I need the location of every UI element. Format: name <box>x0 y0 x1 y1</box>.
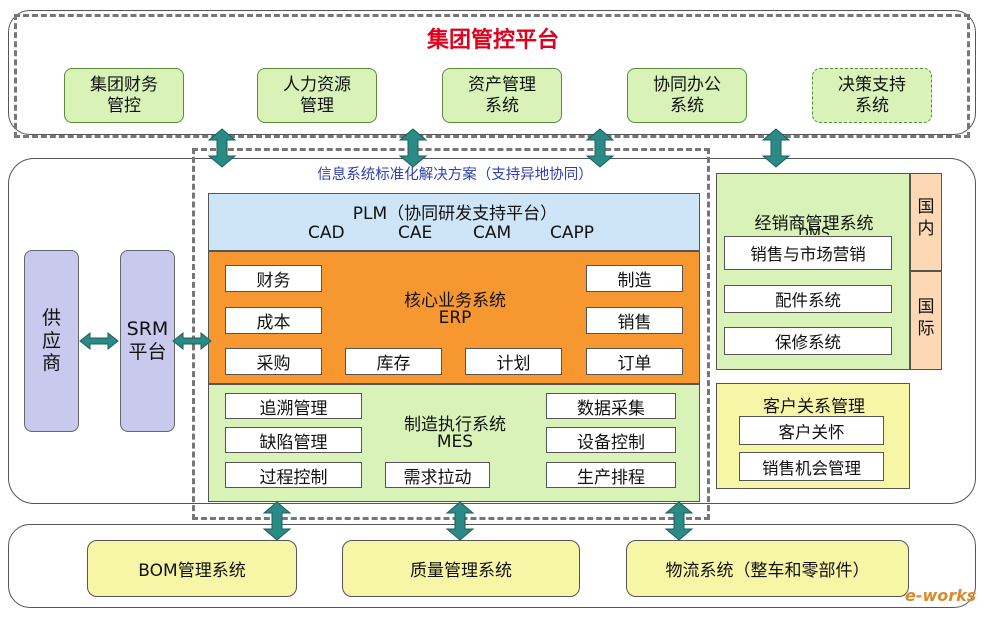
mes-schedule: 生产排程 <box>546 462 676 488</box>
top-platform-title: 集团管控平台 <box>426 28 559 53</box>
erp-cost: 成本 <box>225 307 322 334</box>
supplier-box: 供 应 商 <box>24 250 79 432</box>
erp-finance: 财务 <box>225 265 322 292</box>
bottom-box-bom: BOM管理系统 <box>87 540 297 597</box>
plm-item-cad: CAD <box>308 223 345 243</box>
top-box-office: 协同办公 系统 <box>627 68 747 123</box>
mes-trace: 追溯管理 <box>225 393 362 419</box>
arrow-top-3 <box>586 128 614 168</box>
srm-box: SRM 平台 <box>120 250 175 432</box>
dms-partial-label: DMS <box>798 226 830 235</box>
arrow-top-2 <box>399 128 427 168</box>
top-box-finance: 集团财务 管控 <box>64 68 184 123</box>
solution-dashed-frame <box>192 148 710 520</box>
plm-title: PLM（协同研发支持平台） <box>352 204 558 224</box>
mes-defect: 缺陷管理 <box>225 427 362 453</box>
erp-purchase: 采购 <box>225 348 322 375</box>
top-box-decision: 决策支持 系统 <box>812 68 932 123</box>
erp-plan: 计划 <box>465 348 562 375</box>
erp-title: 核心业务系统 <box>404 291 506 311</box>
arrow-top-4 <box>762 128 790 168</box>
plm-item-cae: CAE <box>398 223 433 243</box>
top-box-asset: 资产管理 系统 <box>442 68 562 123</box>
mes-title: 制造执行系统 <box>404 415 506 435</box>
mes-pull: 需求拉动 <box>385 462 490 488</box>
top-box-hr: 人力资源 管理 <box>257 68 377 123</box>
domestic-tab <box>910 173 942 271</box>
mes-data-collect: 数据采集 <box>546 393 676 419</box>
erp-sub: ERP <box>438 308 472 328</box>
crm-opportunity: 销售机会管理 <box>739 452 884 481</box>
crm-title: 客户关系管理 <box>763 397 865 417</box>
mes-sub: MES <box>436 432 474 452</box>
mes-device-control: 设备控制 <box>546 427 676 453</box>
arrow-supplier-srm <box>79 332 119 350</box>
dms-warranty: 保修系统 <box>724 327 892 355</box>
plm-item-capp: CAPP <box>550 223 595 243</box>
international-tab <box>910 271 942 370</box>
domestic-label: 国 内 <box>917 197 935 240</box>
dms-parts: 配件系统 <box>724 285 892 313</box>
top-dashed-frame <box>14 14 970 138</box>
arrow-bottom-2 <box>446 501 474 541</box>
erp-order: 订单 <box>586 348 683 375</box>
arrow-bottom-1 <box>263 501 291 541</box>
bottom-box-logistics: 物流系统（整车和零部件） <box>626 540 909 597</box>
dms-title: 经销商管理系统 <box>754 214 874 234</box>
crm-care: 客户关怀 <box>739 416 884 445</box>
e-works-watermark: e-works <box>905 586 977 605</box>
plm-item-cam: CAM <box>473 223 512 243</box>
plm-box <box>208 193 700 251</box>
solution-label: 信息系统标准化解决方案（支持异地协同） <box>317 167 593 183</box>
bottom-box-quality: 质量管理系统 <box>342 540 580 597</box>
arrow-top-1 <box>208 128 236 168</box>
international-label: 国 际 <box>917 297 935 340</box>
bottom-box-bom-label: BOM管理系统 <box>138 561 246 581</box>
arrow-bottom-3 <box>665 501 693 541</box>
mes-process: 过程控制 <box>225 462 362 488</box>
bottom-box-logistics-label: 物流系统（整车和零部件） <box>665 561 870 581</box>
dms-sales-marketing: 销售与市场营销 <box>724 236 892 270</box>
erp-sales: 销售 <box>586 307 683 334</box>
erp-inventory: 库存 <box>345 348 442 375</box>
erp-manufacture: 制造 <box>586 265 683 292</box>
arrow-srm-erp <box>172 332 212 350</box>
bottom-box-quality-label: 质量管理系统 <box>410 561 512 581</box>
